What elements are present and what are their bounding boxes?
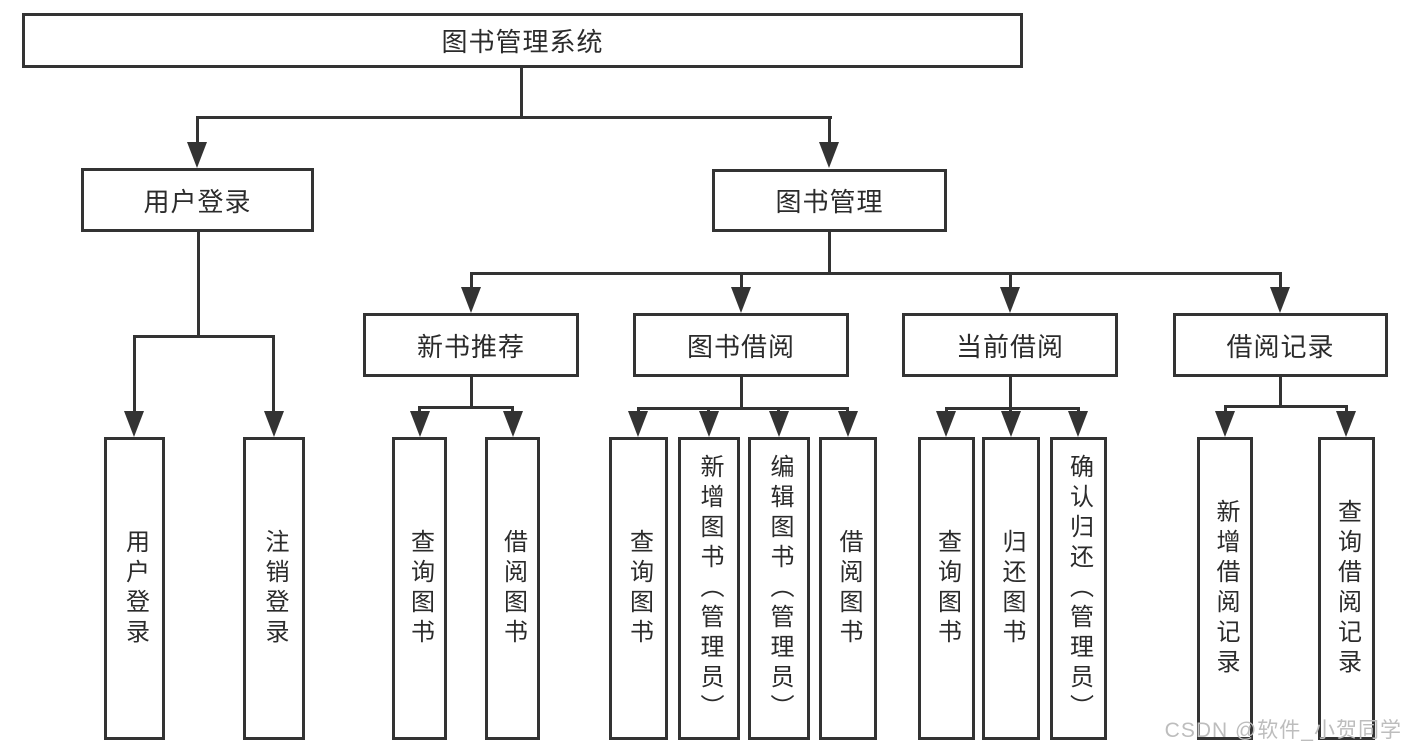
node-new-book-recommend: 新书推荐 (363, 313, 579, 377)
leaf-label: 注销登录 (261, 528, 288, 649)
connector-current-borrow-rail (945, 407, 1080, 410)
leaf-return-books: 归还图书 (982, 437, 1040, 740)
connector-borrow-records-rail (1224, 405, 1348, 408)
csdn-watermark: CSDN @软件_小贺同学 (1164, 719, 1402, 742)
arrow-down-icon (1336, 411, 1356, 437)
connector-user-login-rail (133, 335, 275, 338)
arrow-down-icon (410, 411, 430, 437)
arrow-down-icon (731, 287, 751, 313)
arrow-down-icon (1000, 287, 1020, 313)
connector-book-borrow-stem (740, 377, 743, 409)
connector-new-book-rail (418, 406, 514, 409)
leaf-label: 编辑图书（管理员） (766, 453, 793, 724)
node-book-borrow-label: 图书借阅 (686, 331, 795, 362)
arrow-down-icon (264, 411, 284, 437)
node-current-borrow-label: 当前借阅 (955, 331, 1064, 362)
leaf-label: 确认归还（管理员） (1065, 453, 1093, 724)
leaf-user-login: 用户登录 (104, 437, 165, 740)
arrow-down-icon (769, 411, 789, 437)
connector-drop (1077, 407, 1080, 413)
leaf-query-books-borrow: 查询图书 (609, 437, 668, 740)
leaf-label: 查询图书 (625, 528, 653, 649)
connector-drop-borrow-records (1279, 272, 1282, 288)
connector-drop-leaf-logout (272, 335, 275, 413)
connector-drop-current-borrow (1009, 272, 1012, 288)
connector-drop-user-login (196, 116, 199, 144)
node-user-login: 用户登录 (81, 168, 314, 232)
arrow-down-icon (1001, 411, 1021, 437)
leaf-label: 借阅图书 (499, 528, 527, 649)
arrow-down-icon (124, 411, 144, 437)
node-root-library-system: 图书管理系统 (22, 13, 1023, 68)
arrow-down-icon (187, 142, 207, 168)
arrow-down-icon (1068, 411, 1088, 437)
connector-new-book-stem (470, 377, 473, 408)
arrow-down-icon (936, 411, 956, 437)
connector-book-borrow-rail (637, 407, 849, 410)
connector-drop (418, 406, 421, 414)
connector-drop (511, 406, 514, 414)
connector-root-rail (196, 116, 832, 119)
leaf-query-borrow-record: 查询借阅记录 (1318, 437, 1375, 740)
connector-drop (1009, 407, 1012, 413)
connector-drop (1224, 405, 1227, 415)
connector-book-management-stem (828, 232, 831, 274)
connector-drop (777, 407, 780, 413)
node-borrow-records-label: 借阅记录 (1226, 331, 1335, 362)
arrow-down-icon (1270, 287, 1290, 313)
node-book-management: 图书管理 (712, 169, 947, 232)
arrow-down-icon (838, 411, 858, 437)
leaf-label: 新增借阅记录 (1212, 498, 1239, 679)
connector-drop (707, 407, 710, 413)
connector-book-management-rail (470, 272, 1282, 275)
leaf-add-books-admin: 新增图书（管理员） (678, 437, 740, 740)
leaf-borrow-books-recommend: 借阅图书 (485, 437, 540, 740)
connector-drop-leaf-login (133, 335, 136, 413)
connector-user-login-stem (197, 232, 200, 337)
leaf-label: 归还图书 (998, 528, 1025, 649)
leaf-label: 查询图书 (933, 528, 961, 649)
connector-borrow-records-stem (1279, 377, 1282, 407)
leaf-label: 新增图书（管理员） (696, 453, 723, 724)
node-borrow-records: 借阅记录 (1173, 313, 1388, 377)
leaf-borrow-books: 借阅图书 (819, 437, 877, 740)
arrow-down-icon (699, 411, 719, 437)
arrow-down-icon (1215, 411, 1235, 437)
node-new-book-recommend-label: 新书推荐 (416, 331, 525, 362)
node-user-login-label: 用户登录 (143, 186, 252, 217)
connector-drop-book-borrow (740, 272, 743, 288)
leaf-edit-books-admin: 编辑图书（管理员） (748, 437, 810, 740)
leaf-query-books-current: 查询图书 (918, 437, 975, 740)
leaf-confirm-return-admin: 确认归还（管理员） (1050, 437, 1107, 740)
node-current-borrow: 当前借阅 (902, 313, 1118, 377)
connector-current-borrow-stem (1009, 377, 1012, 409)
leaf-label: 查询图书 (406, 528, 434, 649)
leaf-label: 借阅图书 (835, 528, 862, 649)
connector-drop-book-management (828, 116, 831, 144)
leaf-label: 用户登录 (121, 528, 149, 649)
connector-root-stem (520, 68, 523, 118)
arrow-down-icon (819, 142, 839, 168)
connector-drop (1345, 405, 1348, 415)
leaf-query-books-recommend: 查询图书 (392, 437, 447, 740)
node-book-management-label: 图书管理 (775, 187, 884, 217)
leaf-label: 查询借阅记录 (1333, 498, 1361, 679)
arrow-down-icon (503, 411, 523, 437)
connector-drop-new-book (470, 272, 473, 288)
leaf-add-borrow-record: 新增借阅记录 (1197, 437, 1253, 740)
node-root-label: 图书管理系统 (441, 27, 604, 57)
connector-drop (945, 407, 948, 413)
arrow-down-icon (461, 287, 481, 313)
arrow-down-icon (628, 411, 648, 437)
node-book-borrow: 图书借阅 (633, 313, 849, 377)
connector-drop (846, 407, 849, 413)
connector-drop (637, 407, 640, 413)
leaf-logout: 注销登录 (243, 437, 305, 740)
